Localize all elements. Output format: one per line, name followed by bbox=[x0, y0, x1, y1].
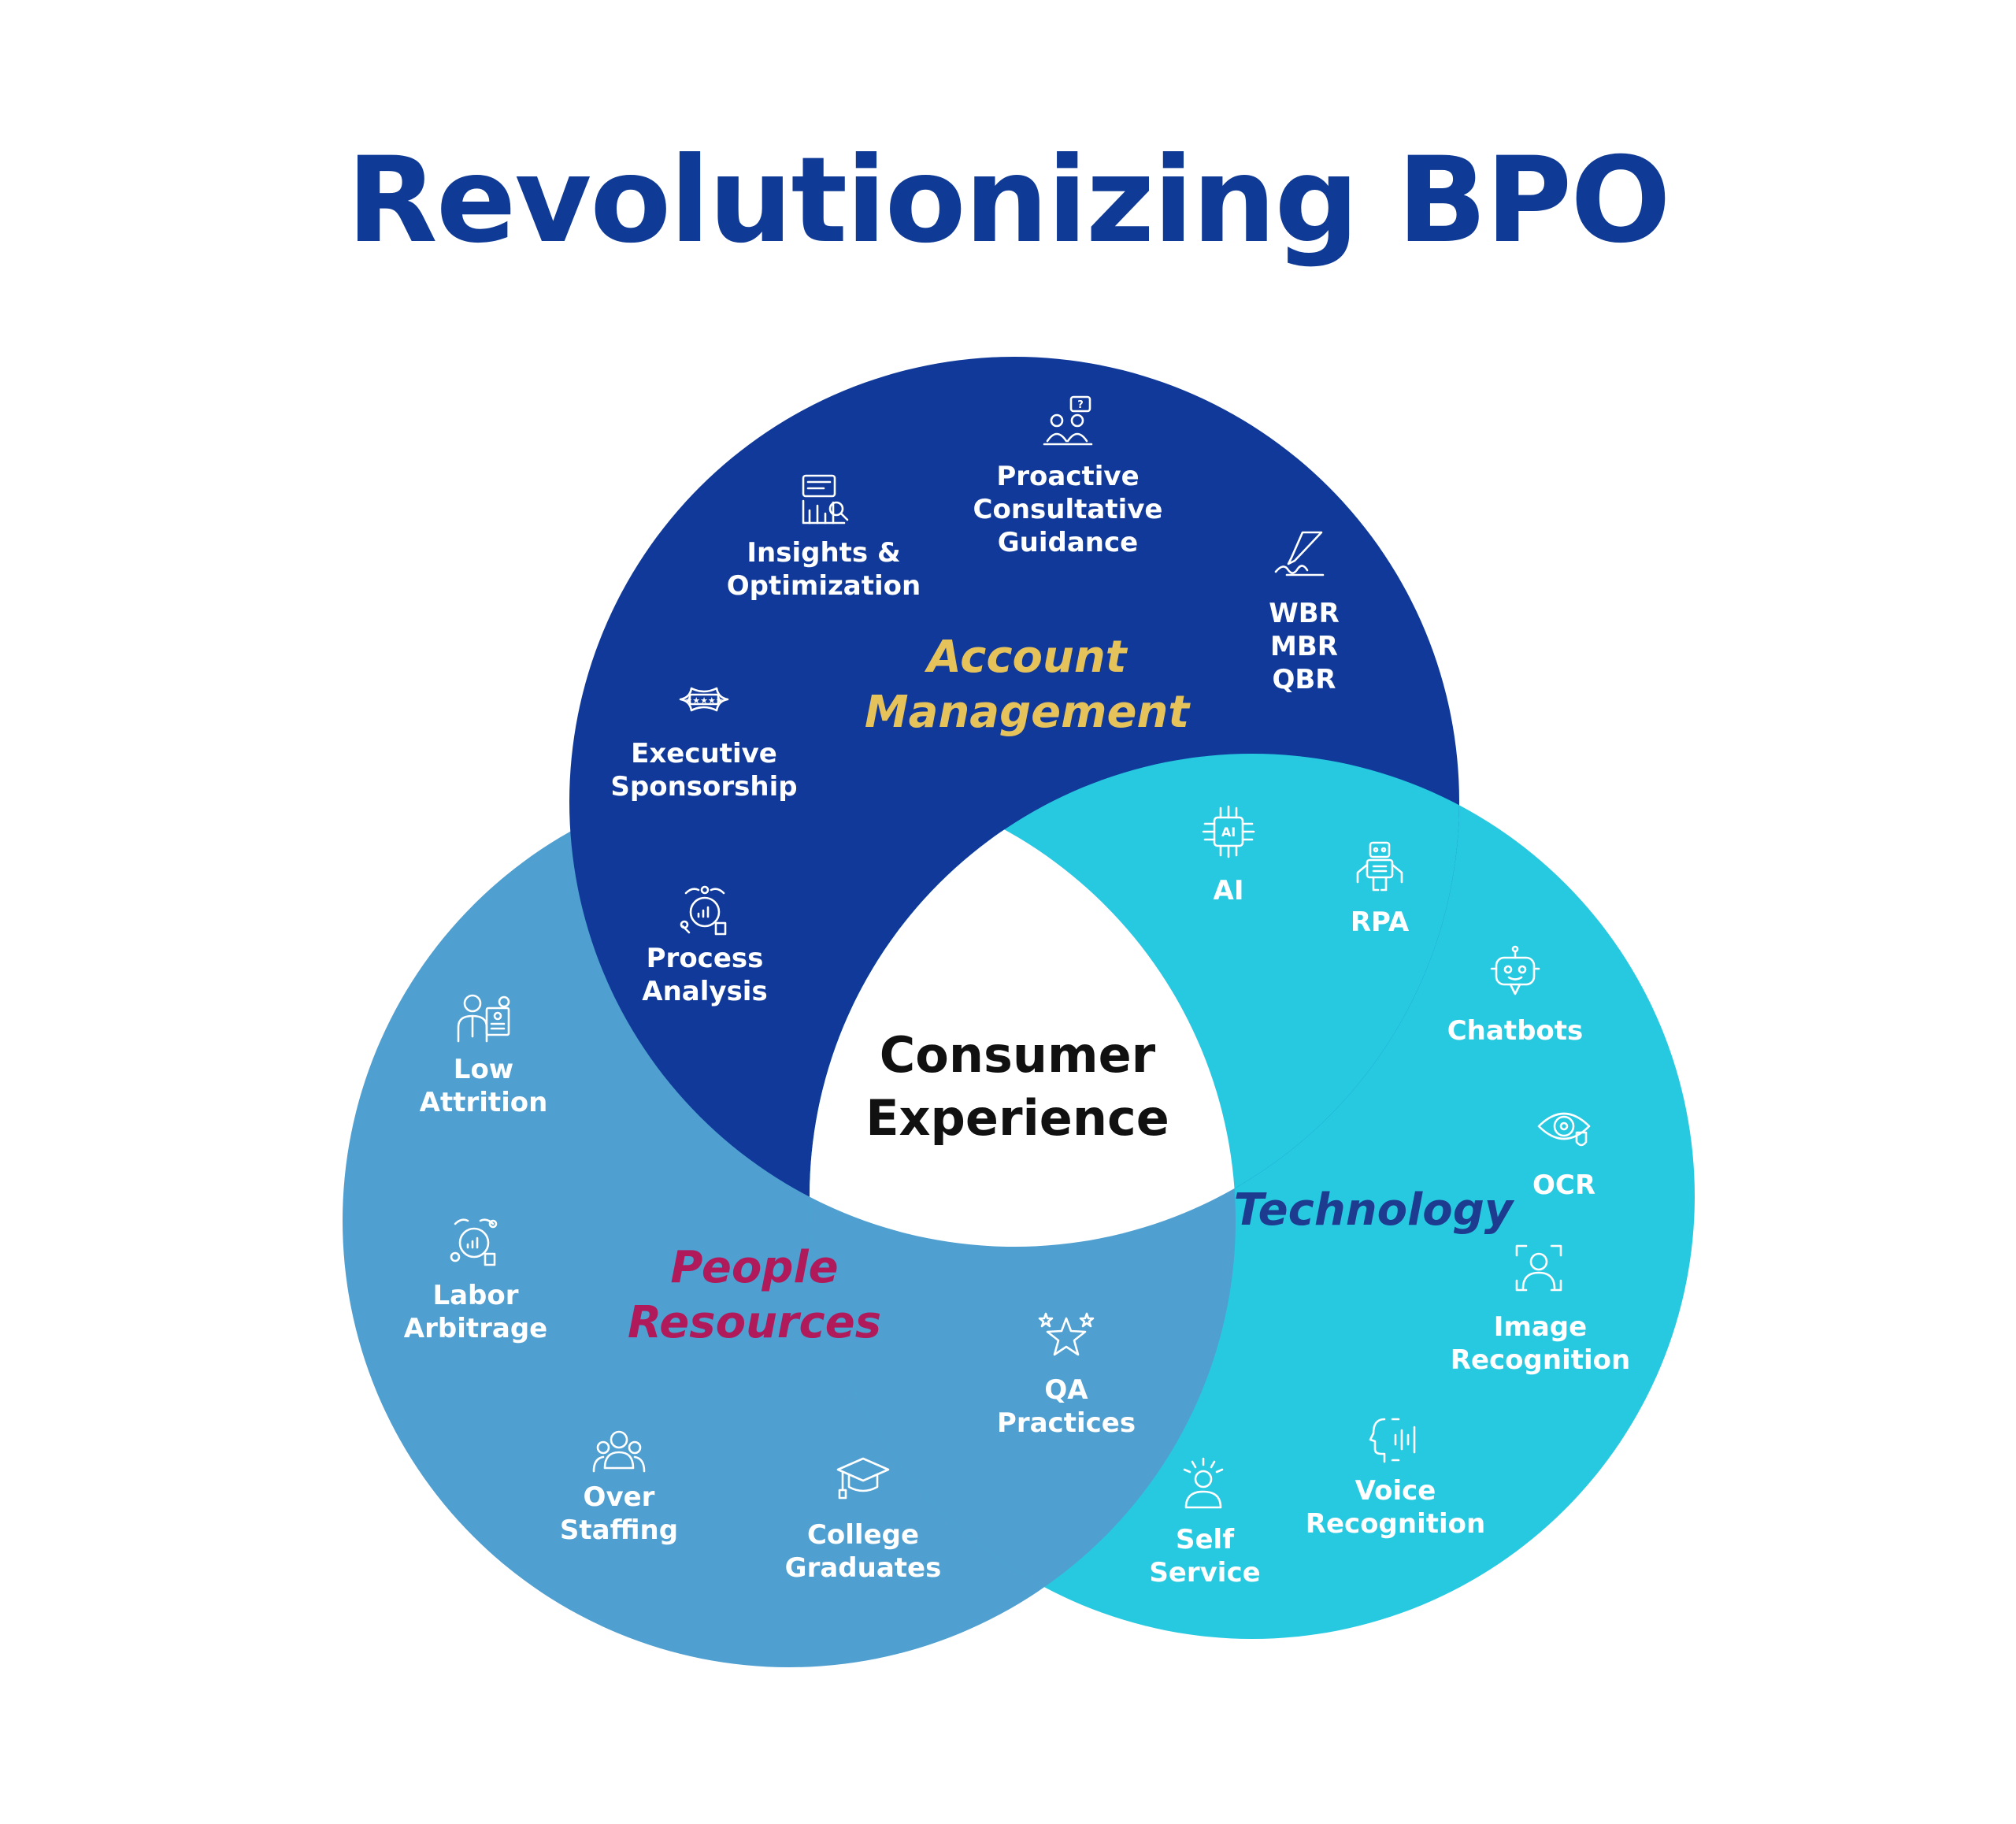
svg-text:★★★★★: ★★★★★ bbox=[684, 695, 723, 706]
ocr-label: OCR bbox=[1532, 1170, 1596, 1201]
rating-badge-icon: ★★★★★ bbox=[679, 687, 729, 712]
page-title: Revolutionizing BPO bbox=[346, 132, 1671, 269]
cost-cycle-icon bbox=[450, 1218, 498, 1266]
eye-scan-icon bbox=[1537, 1112, 1591, 1147]
ai-label: AI bbox=[1213, 875, 1244, 906]
signature-hand-icon bbox=[1274, 531, 1325, 576]
center-intersection bbox=[810, 774, 1236, 1247]
rpa-label: RPA bbox=[1350, 906, 1410, 938]
svg-text:?: ? bbox=[1077, 399, 1084, 411]
voice-recognition-label: Voice Recognition bbox=[1305, 1475, 1486, 1540]
process-analysis-label: Process Analysis bbox=[642, 943, 768, 1007]
labor-arbitrage-label: Labor Arbitrage bbox=[403, 1280, 548, 1344]
robot-icon bbox=[1356, 841, 1403, 892]
low-attrition-label: Low Attrition bbox=[419, 1054, 548, 1118]
qa-practices-label: QA Practices bbox=[996, 1374, 1136, 1439]
graduation-cap-icon bbox=[836, 1457, 890, 1500]
employee-profile-icon bbox=[457, 994, 510, 1043]
team-icon bbox=[592, 1430, 646, 1473]
over-staffing-label: Over Staffing bbox=[559, 1481, 679, 1546]
process-cycle-icon bbox=[680, 885, 727, 936]
analytics-report-icon bbox=[802, 474, 849, 525]
self-service-person-icon bbox=[1183, 1457, 1224, 1509]
self-service-label: Self Service bbox=[1149, 1524, 1261, 1589]
consultation-icon: ? bbox=[1043, 395, 1093, 446]
wbr-mbr-qbr-label: WBR MBR QBR bbox=[1269, 598, 1340, 695]
ai-chip-icon: AI bbox=[1202, 805, 1255, 858]
technology-label: Technology bbox=[1233, 1184, 1514, 1236]
consumer-experience-label: Consumer Experience bbox=[865, 1026, 1169, 1147]
image-recognition-label: Image Recognition bbox=[1450, 1311, 1631, 1376]
college-graduates-label: College Graduates bbox=[784, 1519, 942, 1584]
people-resources-label: People Resources bbox=[627, 1242, 882, 1348]
svg-text:AI: AI bbox=[1221, 825, 1236, 840]
chatbot-icon bbox=[1490, 945, 1540, 995]
executive-sponsorship-label: Executive Sponsorship bbox=[610, 738, 798, 803]
chatbots-label: Chatbots bbox=[1447, 1015, 1584, 1047]
insights-optimization-label: Insights & Optimization bbox=[726, 537, 921, 602]
stars-icon bbox=[1038, 1312, 1095, 1356]
face-scan-icon bbox=[1515, 1244, 1562, 1292]
voice-wave-icon bbox=[1369, 1418, 1416, 1463]
proactive-guidance-label: Proactive Consultative Guidance bbox=[973, 461, 1163, 558]
account-management-label: Account Management bbox=[864, 632, 1190, 738]
